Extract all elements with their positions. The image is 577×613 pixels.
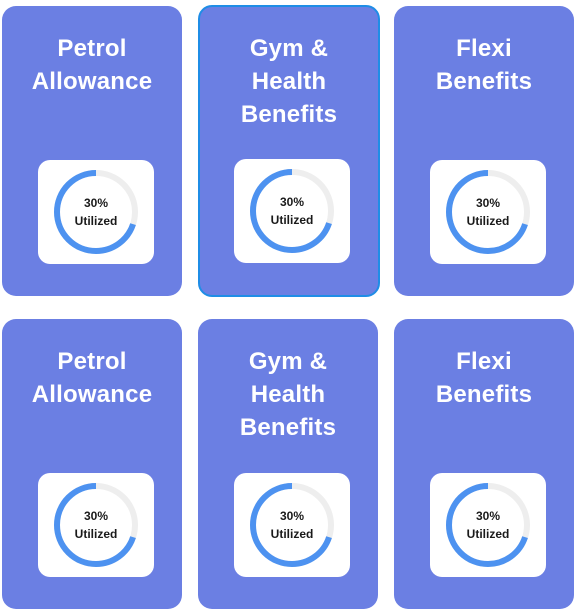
utilization-percent: 30% [279,195,305,209]
utilization-percent: 30% [475,509,501,523]
utilization-status: Utilized [74,214,118,228]
utilization-donut [250,483,334,567]
utilization-chart: 30% Utilized [234,473,350,577]
utilization-donut [54,170,138,254]
card-title: Petrol Allowance [31,348,153,408]
card-title: Gym & Health Benefits [239,348,337,441]
utilization-donut [250,169,334,253]
utilization-status: Utilized [270,527,314,541]
utilization-chart: 30% Utilized [430,473,546,577]
utilization-chart: 30% Utilized [38,160,154,264]
card-title: Flexi Benefits [435,348,533,408]
benefit-card-petrol-allowance[interactable]: Petrol Allowance 30% Utilized [2,319,182,609]
utilization-status: Utilized [74,527,118,541]
benefit-card-flexi[interactable]: Flexi Benefits 30% Utilized [394,319,574,609]
benefit-card-gym-health[interactable]: Gym & Health Benefits 30% Utilized [198,319,378,609]
utilization-chart: 30% Utilized [234,159,350,263]
benefit-card-gym-health[interactable]: Gym & Health Benefits 30% Utilized [198,5,380,297]
utilization-donut [54,483,138,567]
utilization-percent: 30% [279,509,305,523]
benefit-card-flexi[interactable]: Flexi Benefits 30% Utilized [394,6,574,296]
utilization-status: Utilized [270,213,314,227]
card-title: Gym & Health Benefits [240,35,338,128]
utilization-donut [446,170,530,254]
utilization-chart: 30% Utilized [430,160,546,264]
utilization-status: Utilized [466,214,510,228]
utilization-status: Utilized [466,527,510,541]
card-title: Petrol Allowance [31,35,153,95]
card-title: Flexi Benefits [435,35,533,95]
utilization-chart: 30% Utilized [38,473,154,577]
utilization-percent: 30% [475,196,501,210]
utilization-percent: 30% [83,509,109,523]
benefit-card-petrol-allowance[interactable]: Petrol Allowance 30% Utilized [2,6,182,296]
utilization-donut [446,483,530,567]
utilization-percent: 30% [83,196,109,210]
